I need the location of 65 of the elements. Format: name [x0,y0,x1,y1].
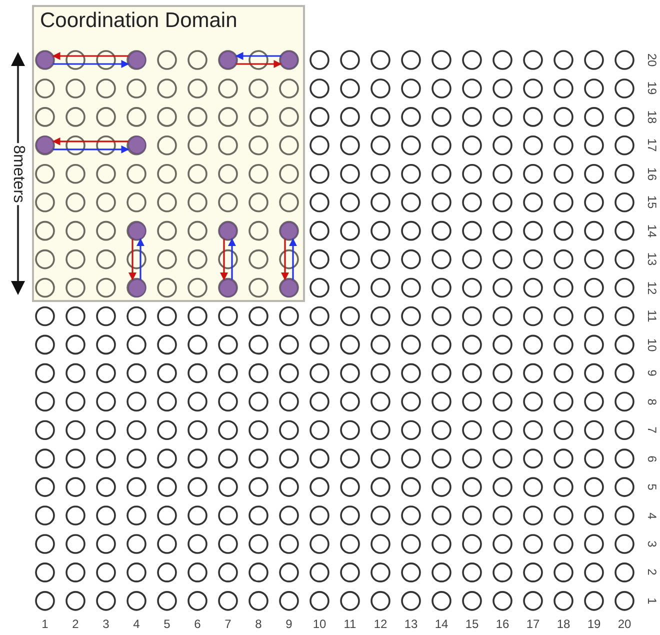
active-node-circle [280,222,298,240]
arrow [228,238,236,280]
row-number: 7 [645,426,659,434]
row-number: 16 [645,167,659,181]
row-number: 13 [645,252,659,266]
row-number: 14 [645,224,659,238]
row-number: 1 [645,598,659,604]
active-node-circle [128,136,146,154]
active-node-circle [128,222,146,240]
row-number: 15 [645,196,659,210]
column-number: 16 [496,617,510,631]
active-node-circle [128,51,146,69]
column-number: 9 [286,617,292,631]
row-number: 4 [645,512,659,519]
domain-region [32,5,305,302]
row-number: 12 [645,281,659,294]
arrow [281,238,289,280]
row-number: 11 [645,310,659,322]
column-number: 5 [164,617,170,631]
row-number: 6 [645,455,659,462]
column-number: 8 [255,617,262,631]
arrow [52,137,128,146]
active-node-circle [36,136,54,154]
row-number: 2 [645,569,659,576]
arrow [53,145,130,154]
row-number: 18 [645,110,659,124]
column-number: 6 [194,617,201,631]
active-node-circle [219,51,237,69]
column-number: 18 [556,617,570,631]
column-number: 17 [526,617,540,631]
active-node-circle [280,51,298,69]
column-number: 10 [312,617,326,631]
region-title: Coordination Domain [40,9,238,33]
row-number: 10 [645,338,659,352]
active-node-circle [36,51,54,69]
arrow [136,238,144,280]
active-node-circle [280,278,298,297]
arrow [289,238,297,280]
row-number: 5 [645,484,659,490]
arrow [235,52,281,60]
column-number: 3 [102,617,110,631]
arrow [236,60,282,68]
row-number: 9 [645,370,659,376]
row-number: 20 [645,53,659,67]
arrow [220,238,228,280]
column-number: 1 [42,617,48,631]
arrow [128,238,136,280]
arrow [52,52,128,60]
column-number: 14 [434,617,448,631]
column-number: 11 [344,617,356,631]
row-number: 19 [645,82,659,96]
column-number: 4 [133,617,140,631]
column-number: 13 [404,617,418,631]
column-number: 7 [224,617,232,631]
column-number: 2 [72,617,79,631]
column-number: 15 [465,617,479,631]
active-node-circle [219,222,237,240]
row-number: 3 [645,540,659,548]
column-number: 19 [587,617,601,631]
column-number: 12 [374,617,388,631]
arrow [53,60,130,68]
active-node-circle [219,278,237,297]
row-number: 8 [645,398,659,405]
row-number: 17 [645,138,659,152]
column-number: 20 [618,617,632,631]
